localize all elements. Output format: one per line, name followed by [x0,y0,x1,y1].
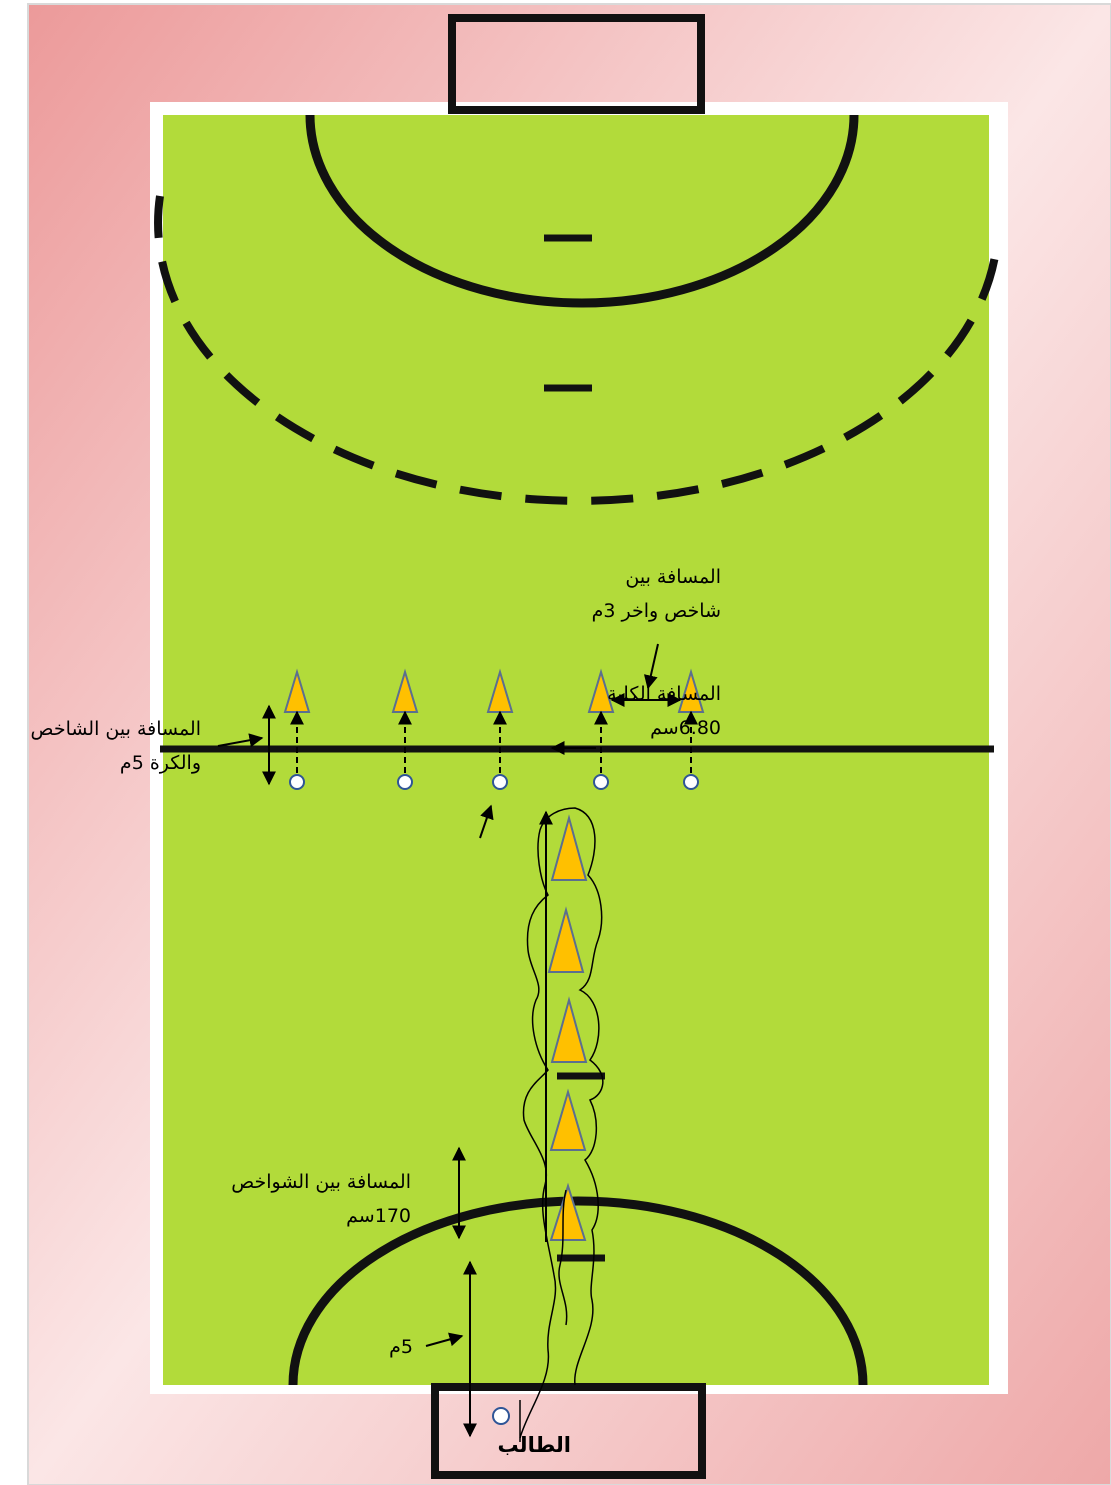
ball [594,775,608,789]
ball [290,775,304,789]
cone-gap-label-line1: المسافة بين [592,560,721,594]
student-label: الطالب [497,1428,571,1462]
between-cones-label: المسافة بين الشواخص 170سم [231,1165,411,1233]
cone-ball-label-line2: والكرة 5م [31,746,201,780]
ball [398,775,412,789]
total-distance-label-line2: 6.80سم [607,711,721,745]
student-label-text: الطالب [497,1428,571,1462]
start-ball [493,1408,509,1424]
total-distance-label: المسافة الكلية 6.80سم [607,677,721,745]
total-distance-label-line1: المسافة الكلية [607,677,721,711]
ball [493,775,507,789]
between-cones-label-line2: 170سم [231,1199,411,1233]
cone-gap-label: المسافة بين شاخص واخر 3م [592,560,721,628]
ball [684,775,698,789]
cone-ball-label: المسافة بين الشاخص والكرة 5م [31,712,201,780]
five-m-label-text: 5م [389,1330,413,1364]
cone-ball-label-line1: المسافة بين الشاخص [31,712,201,746]
five-m-label: 5م [389,1330,413,1364]
cone-gap-label-line2: شاخص واخر 3م [592,594,721,628]
between-cones-label-line1: المسافة بين الشواخص [231,1165,411,1199]
